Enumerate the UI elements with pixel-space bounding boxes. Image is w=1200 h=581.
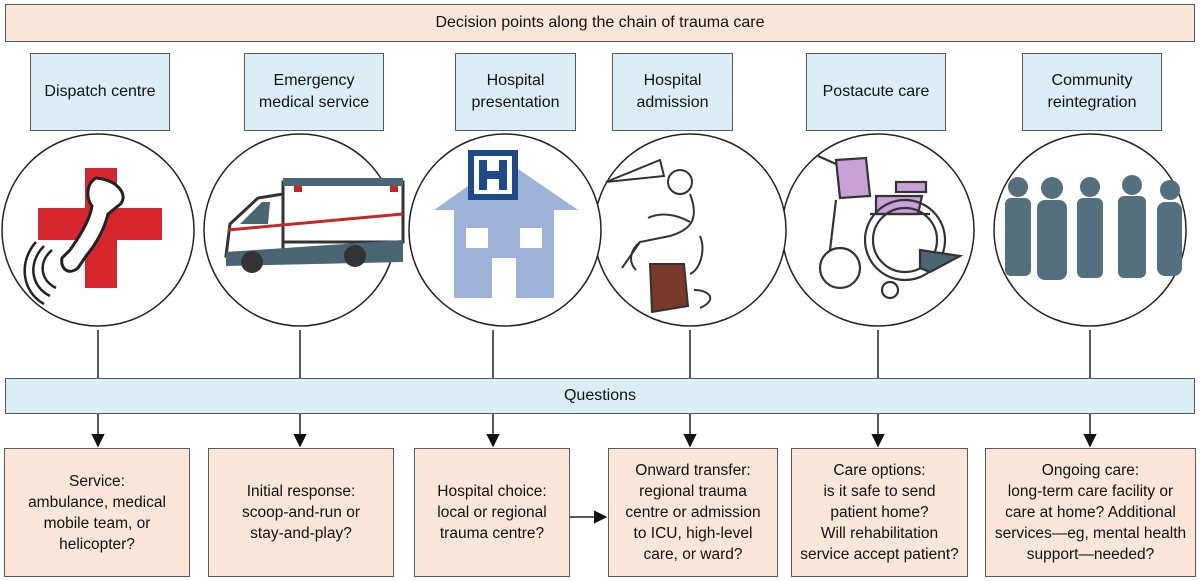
question-dispatch: Service: ambulance, medical mobile team,… (4, 448, 190, 577)
stage-connectors (97, 330, 1091, 378)
hospital-icon (434, 150, 578, 298)
stage-label-hospital-admission: Hospital admission (612, 53, 733, 131)
question-community: Ongoing care: long-term care facility or… (985, 448, 1196, 577)
questions-bar: Questions (5, 378, 1195, 414)
stage-label-community: Community reintegration (1022, 53, 1162, 131)
transfusion-icon (605, 158, 712, 314)
question-hospital-admission: Onward transfer: regional trauma centre … (608, 448, 778, 577)
people-icon (1005, 175, 1182, 280)
stage-label-postacute: Postacute care (806, 53, 946, 131)
question-postacute: Care options: is it safe to send patient… (791, 448, 968, 577)
diagram-title: Decision points along the chain of traum… (5, 4, 1195, 42)
stage-circle-postacute (781, 133, 975, 327)
question-hospital-presentation: Hospital choice: local or regional traum… (414, 448, 570, 577)
stage-label-ems: Emergency medical service (244, 53, 384, 131)
stage-label-hospital-presentation: Hospital presentation (455, 53, 576, 131)
phone-cross-icon (23, 168, 162, 306)
wheelchair-icon (817, 154, 964, 300)
question-ems: Initial response: scoop-and-run or stay-… (208, 448, 394, 577)
question-arrows (91, 414, 1097, 524)
stage-circle-hospital-admission (593, 133, 787, 327)
stage-label-dispatch: Dispatch centre (30, 53, 170, 131)
ambulance-icon (224, 178, 405, 273)
